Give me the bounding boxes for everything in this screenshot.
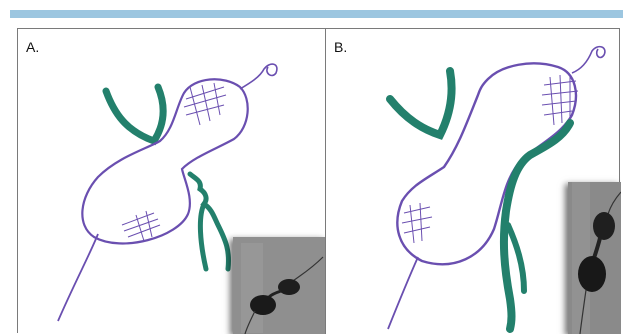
vessel-a-upper (106, 87, 163, 141)
fluoroscopy-image-a (233, 237, 326, 334)
fluoroscopy-image-b (568, 182, 621, 334)
hatching-a-bottom (122, 211, 160, 241)
vessel-a-branch (200, 204, 206, 269)
fluoroscopy-inset-b (568, 182, 621, 334)
hatching-b-bottom (402, 203, 432, 243)
balloon-outline-b (397, 63, 576, 264)
hatching-a-top (184, 83, 226, 125)
guidewire-b-bottom (388, 257, 418, 329)
vessel-a-lower (190, 174, 229, 269)
figure-frame: A. (17, 28, 620, 333)
panel-b: B. (326, 29, 621, 334)
panel-a: A. (18, 29, 326, 334)
guidewire-a-bottom (58, 234, 98, 321)
fluoroscopy-inset-a (233, 237, 326, 334)
vessel-b-upper (390, 71, 452, 135)
guidewire-b-top (572, 47, 605, 73)
vessel-b-lower (504, 123, 570, 329)
top-decorative-band (10, 10, 623, 18)
guidewire-a-top (240, 64, 277, 89)
